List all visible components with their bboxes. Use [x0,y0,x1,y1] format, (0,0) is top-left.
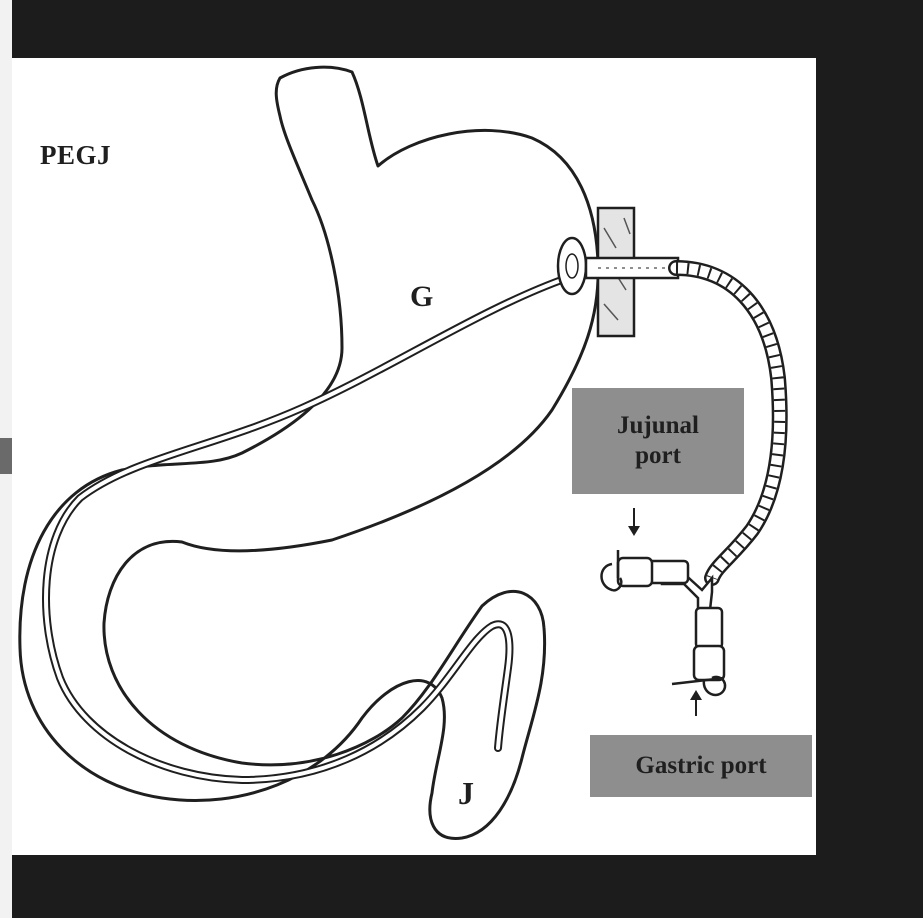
side-handle[interactable] [0,438,12,474]
jejunal-port-line-2: port [635,441,681,471]
jejunal-port-line-1: Jujunal [617,411,699,441]
jejunal-port-label-box: Jujunal port [572,388,744,494]
up-arrow-icon [686,688,706,718]
stomach-label: G [410,280,433,314]
internal-bumper [558,238,586,294]
jejunal-feeding-tube [46,278,567,780]
jejunum-label: J [458,775,474,812]
diagram-title: PEGJ [40,140,111,171]
gastric-port-label-box: Gastric port [590,735,812,797]
down-arrow-icon [624,506,644,540]
gastric-port-label: Gastric port [635,751,766,781]
stomach-outline [20,67,598,838]
diagram-canvas: PEGJ G J Jujunal port Gastric port [12,58,816,855]
